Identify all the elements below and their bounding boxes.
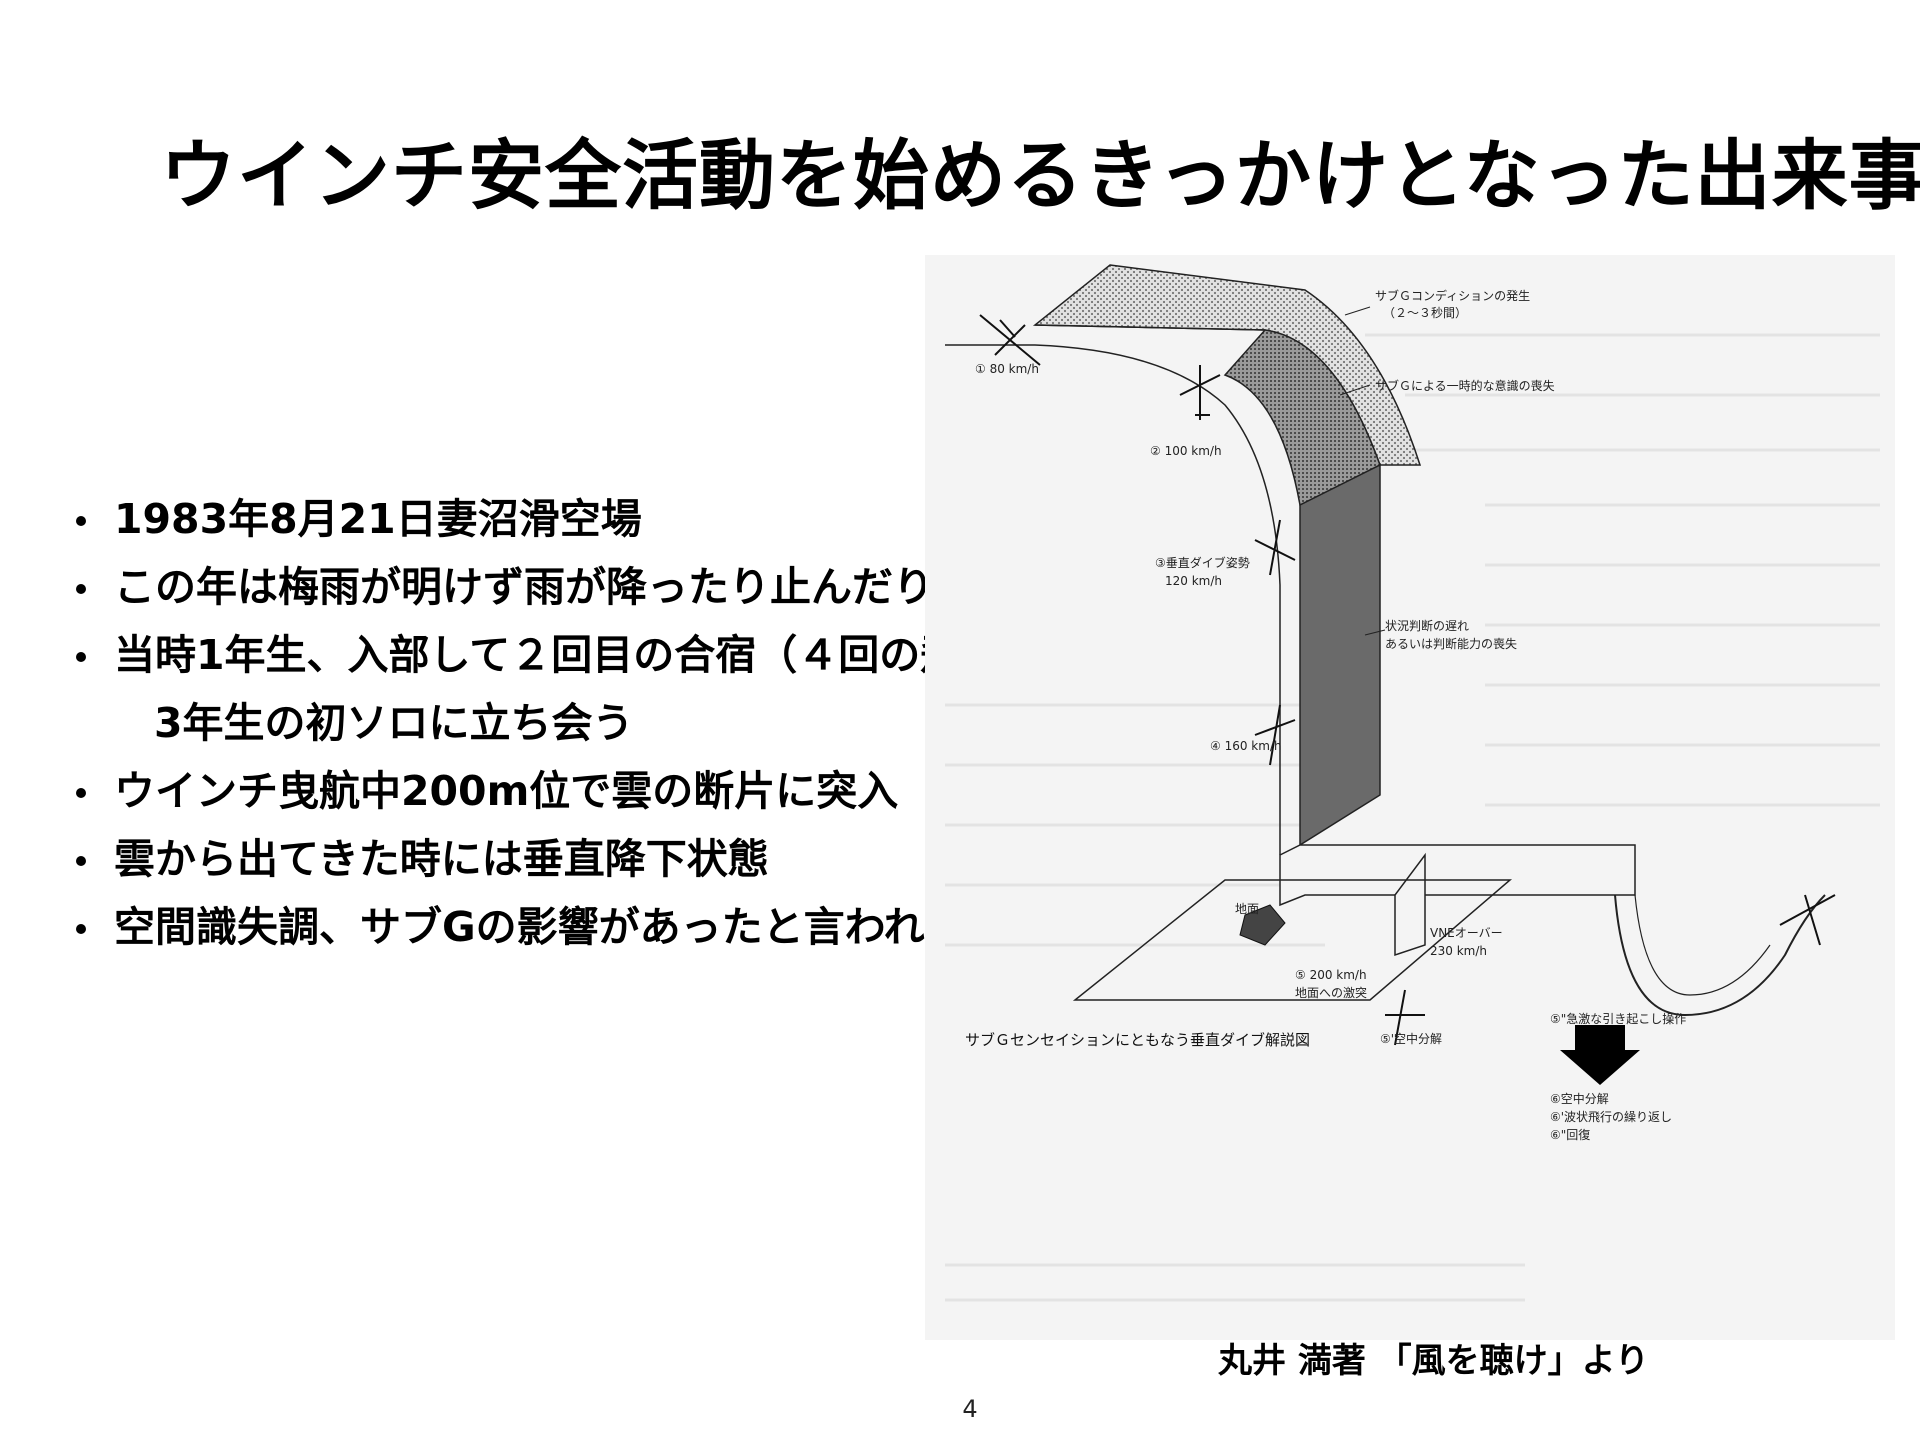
bullet-list: 1983年8月21日妻沼滑空場 この年は梅雨が明けず雨が降ったり止んだりの毎日 … bbox=[70, 485, 1150, 961]
label-p4: ④ 160 km/h bbox=[1210, 739, 1282, 753]
glider-icon bbox=[1385, 989, 1425, 1046]
label-p3a: ③垂直ダイブ姿勢 bbox=[1155, 555, 1250, 570]
slide-title: ウインチ安全活動を始めるきっかけとなった出来事 bbox=[160, 131, 1920, 220]
bullet-item: 雲から出てきた時には垂直降下状態 bbox=[70, 825, 1150, 893]
scan-background-lines bbox=[945, 333, 1880, 1302]
page-number: 4 bbox=[962, 1395, 978, 1423]
figure-caption: サブＧセンセイションにともなう垂直ダイブ解説図 bbox=[965, 1031, 1310, 1049]
label-vne-a: VNEオーバー bbox=[1430, 926, 1503, 940]
branch-path bbox=[1279, 844, 1636, 907]
label-p5p: ⑤'空中分解 bbox=[1380, 1031, 1442, 1046]
label-p3b: 120 km/h bbox=[1165, 574, 1222, 588]
label-p6pp: ⑥"回復 bbox=[1550, 1127, 1590, 1142]
bullet-item: 1983年8月21日妻沼滑空場 bbox=[70, 485, 1150, 553]
label-p1: ① 80 km/h bbox=[975, 362, 1039, 376]
judgement-loss-band bbox=[1299, 463, 1381, 847]
glider-icon bbox=[1254, 704, 1296, 766]
label-p2: ② 100 km/h bbox=[1150, 444, 1222, 458]
label-judgement-delay: 状況判断の遅れ bbox=[1385, 618, 1469, 633]
label-vne-b: 230 km/h bbox=[1430, 944, 1487, 958]
label-p6: ⑥空中分解 bbox=[1550, 1091, 1609, 1106]
glider-icons bbox=[979, 314, 1836, 1046]
glider-icon bbox=[1254, 519, 1296, 576]
vertical-dive-diagram: サブＧコンディションの発生 （２～３秒間） サブＧによる一時的な意識の喪失 状況… bbox=[925, 255, 1895, 1340]
label-subg-condition: サブＧコンディションの発生 bbox=[1375, 288, 1530, 303]
down-arrow-icon bbox=[1560, 1025, 1640, 1085]
bullet-item-continuation: 3年生の初ソロに立ち会う bbox=[154, 699, 634, 747]
label-ground: 地面 bbox=[1235, 902, 1259, 916]
glider-icon bbox=[979, 314, 1041, 366]
recovery-curve-inner bbox=[1634, 894, 1771, 996]
ground-plane bbox=[1072, 879, 1513, 1001]
label-subg-loss: サブＧによる一時的な意識の喪失 bbox=[1375, 378, 1555, 393]
source-credit: 丸井 満著 「風を聴け」より bbox=[1218, 1341, 1649, 1381]
bullet-item: この年は梅雨が明けず雨が降ったり止んだりの毎日 bbox=[70, 553, 1150, 621]
label-p5pp: ⑤"急激な引き起こし操作 bbox=[1550, 1011, 1686, 1026]
label-p5a: ⑤ 200 km/h bbox=[1295, 968, 1367, 982]
label-p6p: ⑥'波状飛行の繰り返し bbox=[1550, 1110, 1672, 1124]
glider-icon bbox=[1179, 365, 1221, 420]
label-judgement-loss: あるいは判断能力の喪失 bbox=[1385, 636, 1517, 651]
impact-wreck bbox=[1239, 904, 1286, 946]
recovery-curve bbox=[1614, 894, 1826, 1017]
flight-path bbox=[945, 344, 1281, 855]
flight-path-outer bbox=[1034, 324, 1266, 331]
bullet-item: ウインチ曳航中200m位で雲の断片に突入 bbox=[70, 757, 1150, 825]
glider-icon bbox=[1779, 894, 1836, 946]
leader-lines bbox=[1339, 306, 1386, 636]
label-p5b: 地面への激突 bbox=[1295, 985, 1367, 1000]
label-subg-duration: （２～３秒間） bbox=[1383, 306, 1467, 320]
bullet-item: 空間識失調、サブGの影響があったと言われている bbox=[70, 893, 1150, 961]
